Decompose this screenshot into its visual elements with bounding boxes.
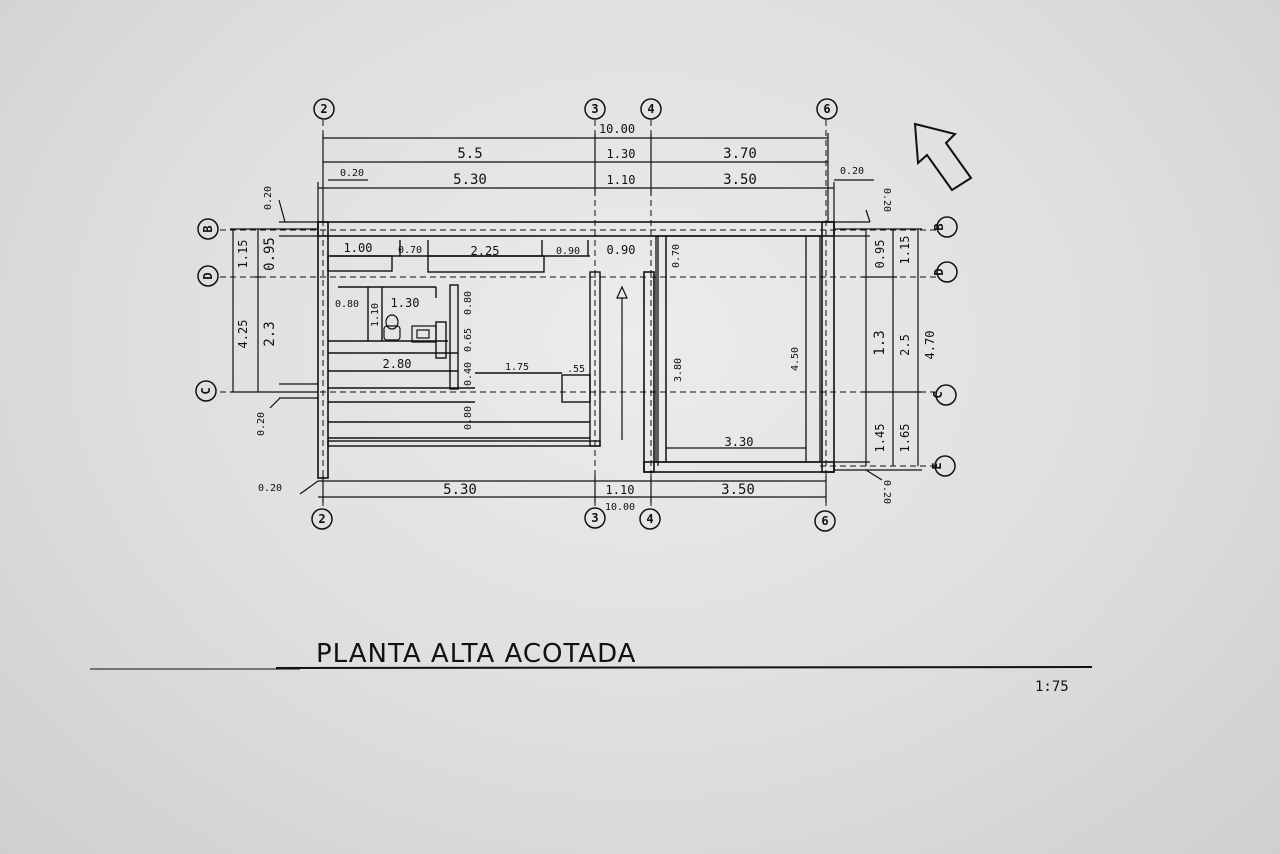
dim-top-row2-right: 3.50 [723,172,757,188]
dim-interior-7: 0.80 [335,299,359,310]
dim-left-wall-bottom: 0.20 [256,412,267,436]
axis-bubble-left-d: D [197,265,219,287]
axis-bubble-right-d: D [932,261,958,283]
dim-top-row1-left: 5.5 [457,146,482,162]
dim-bottom-total: 10.00 [605,502,635,513]
dim-right-inner-top: 0.95 [873,240,887,269]
dim-right-mid-top: 1.15 [898,236,912,265]
dim-interior-17: 3.80 [673,358,684,382]
dim-interior-4: 0.90 [556,246,580,257]
dim-right-inner-bottom: 1.45 [873,424,887,453]
dim-right-outer: 4.70 [923,331,937,360]
axis-bubble-right-c: C [931,384,957,406]
dim-interior-9: 1.10 [370,303,381,327]
dim-top-wall-right: 0.20 [840,166,864,177]
drawing-scale: 1:75 [1035,679,1069,695]
left-wing-walls [327,240,601,447]
dim-left-outer-top: 1.15 [236,240,250,269]
svg-text:B: B [201,225,215,232]
dim-interior-15: .55 [567,364,585,375]
right-wing-walls [655,235,821,466]
right-dimension-lines [834,209,922,481]
dim-top-row1-mid: 1.30 [607,147,636,161]
title-underline [275,666,1093,669]
dim-top-row1-right: 3.70 [723,146,757,162]
dim-interior-1: 1.00 [344,241,373,255]
dim-interior-3: 2.25 [471,244,500,258]
dim-interior-13: 0.40 [463,362,474,386]
dim-left-inner-top: 0.95 [262,237,278,271]
dim-left-wall-top: 0.20 [263,186,274,210]
dim-bottom-mid: 1.10 [606,483,635,497]
dim-left-inner-bottom: 2.3 [262,321,278,346]
svg-text:4: 4 [646,512,653,526]
dim-interior-11: 0.65 [463,328,474,352]
dim-interior-19: 3.30 [725,435,754,449]
svg-text:3: 3 [591,511,598,525]
svg-text:D: D [932,268,946,275]
svg-text:6: 6 [823,102,830,116]
axis-bubble-top-2: 2 [313,98,335,120]
svg-text:6: 6 [821,514,828,528]
dim-bottom-right: 3.50 [721,482,755,498]
dim-interior-18: 4.50 [790,347,801,371]
dim-right-mid-bottom: 1.65 [898,424,912,453]
svg-text:C: C [199,387,213,394]
north-arrow-icon [913,122,973,192]
svg-text:2: 2 [318,512,325,526]
dim-interior-2: 0.70 [398,245,422,256]
left-dimension-lines [230,199,318,409]
dim-bottom-left: 5.30 [443,482,477,498]
axis-bubble-right-e: E [930,455,956,477]
bottom-dimension-lines [299,476,827,503]
dim-interior-14: 1.75 [505,362,529,373]
axis-bubble-left-c: C [195,380,217,402]
stair-arrow-icon [616,285,628,440]
axis-bubble-top-3: 3 [584,98,606,120]
svg-text:2: 2 [320,102,327,116]
dim-interior-10: 0.80 [463,291,474,315]
top-dimension-lines [317,133,874,222]
axis-bubble-right-b: B [932,216,958,238]
svg-text:D: D [201,272,215,279]
dim-interior-12: 2.80 [383,357,412,371]
axis-bubble-bottom-3: 3 [584,507,606,529]
axis-bubble-top-4: 4 [640,98,662,120]
svg-text:E: E [930,462,944,469]
dim-interior-5: 0.90 [607,243,636,257]
dim-interior-16: 0.80 [463,406,474,430]
svg-text:3: 3 [591,102,598,116]
dim-top-wall-left: 0.20 [340,168,364,179]
dim-right-wall-top: 0.20 [881,188,892,212]
axis-bubble-top-6: 6 [816,98,838,120]
sink-icon [411,325,437,343]
dim-right-wall-bottom: 0.20 [881,480,892,504]
dim-right-mid-mid: 2.5 [898,334,912,356]
dim-top-row2-mid: 1.10 [607,173,636,187]
dim-top-row2-left: 5.30 [453,172,487,188]
dim-left-outer-bottom: 4.25 [236,320,250,349]
axis-bubble-bottom-2: 2 [311,508,333,530]
axis-bubble-bottom-4: 4 [639,508,661,530]
axis-bubble-bottom-6: 6 [814,510,836,532]
svg-text:C: C [931,391,945,398]
svg-text:B: B [932,223,946,230]
exterior-walls [317,221,835,479]
dim-interior-8: 1.30 [391,296,420,310]
svg-text:4: 4 [647,102,654,116]
toilet-icon [383,314,401,341]
drawing-title: PLANTA ALTA ACOTADA [316,639,636,669]
dim-bottom-wall: 0.20 [258,483,282,494]
axis-bubble-left-b: B [197,218,219,240]
dim-right-inner-mid: 1.3 [872,330,888,355]
dim-top-total: 10.00 [599,122,635,136]
dim-interior-6: 0.70 [671,244,682,268]
